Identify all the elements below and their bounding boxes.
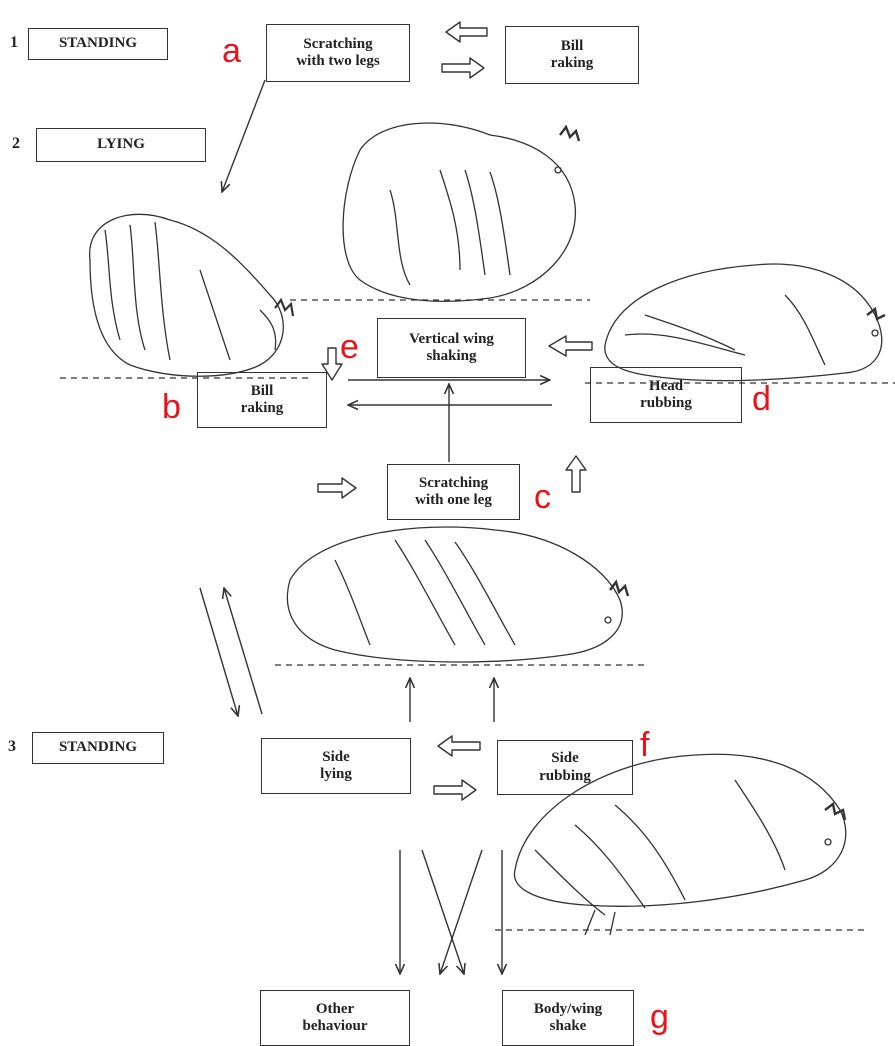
arrow-cross-1 bbox=[422, 850, 464, 974]
hen-side-rubbing bbox=[495, 730, 865, 940]
block-arrow-left-top bbox=[446, 22, 487, 42]
hen-lying-head-rubbing bbox=[585, 255, 895, 395]
hen-fluffed-lying bbox=[290, 110, 590, 310]
arrow-scratch-to-lying bbox=[222, 80, 265, 192]
hen-lying-scratching bbox=[275, 520, 645, 670]
arrow-cross-2 bbox=[440, 850, 482, 974]
block-arrow-up-head bbox=[566, 456, 586, 492]
hen-dustbathing-head-down bbox=[60, 200, 310, 390]
arrow-up-left bbox=[224, 588, 262, 714]
block-arrow-left-side bbox=[438, 736, 480, 756]
block-arrow-to-scratch bbox=[318, 478, 356, 498]
block-arrow-right-top bbox=[442, 58, 484, 78]
block-arrow-down-bill bbox=[322, 348, 342, 380]
arrow-down-left bbox=[200, 588, 238, 716]
block-arrow-right-side bbox=[434, 780, 476, 800]
